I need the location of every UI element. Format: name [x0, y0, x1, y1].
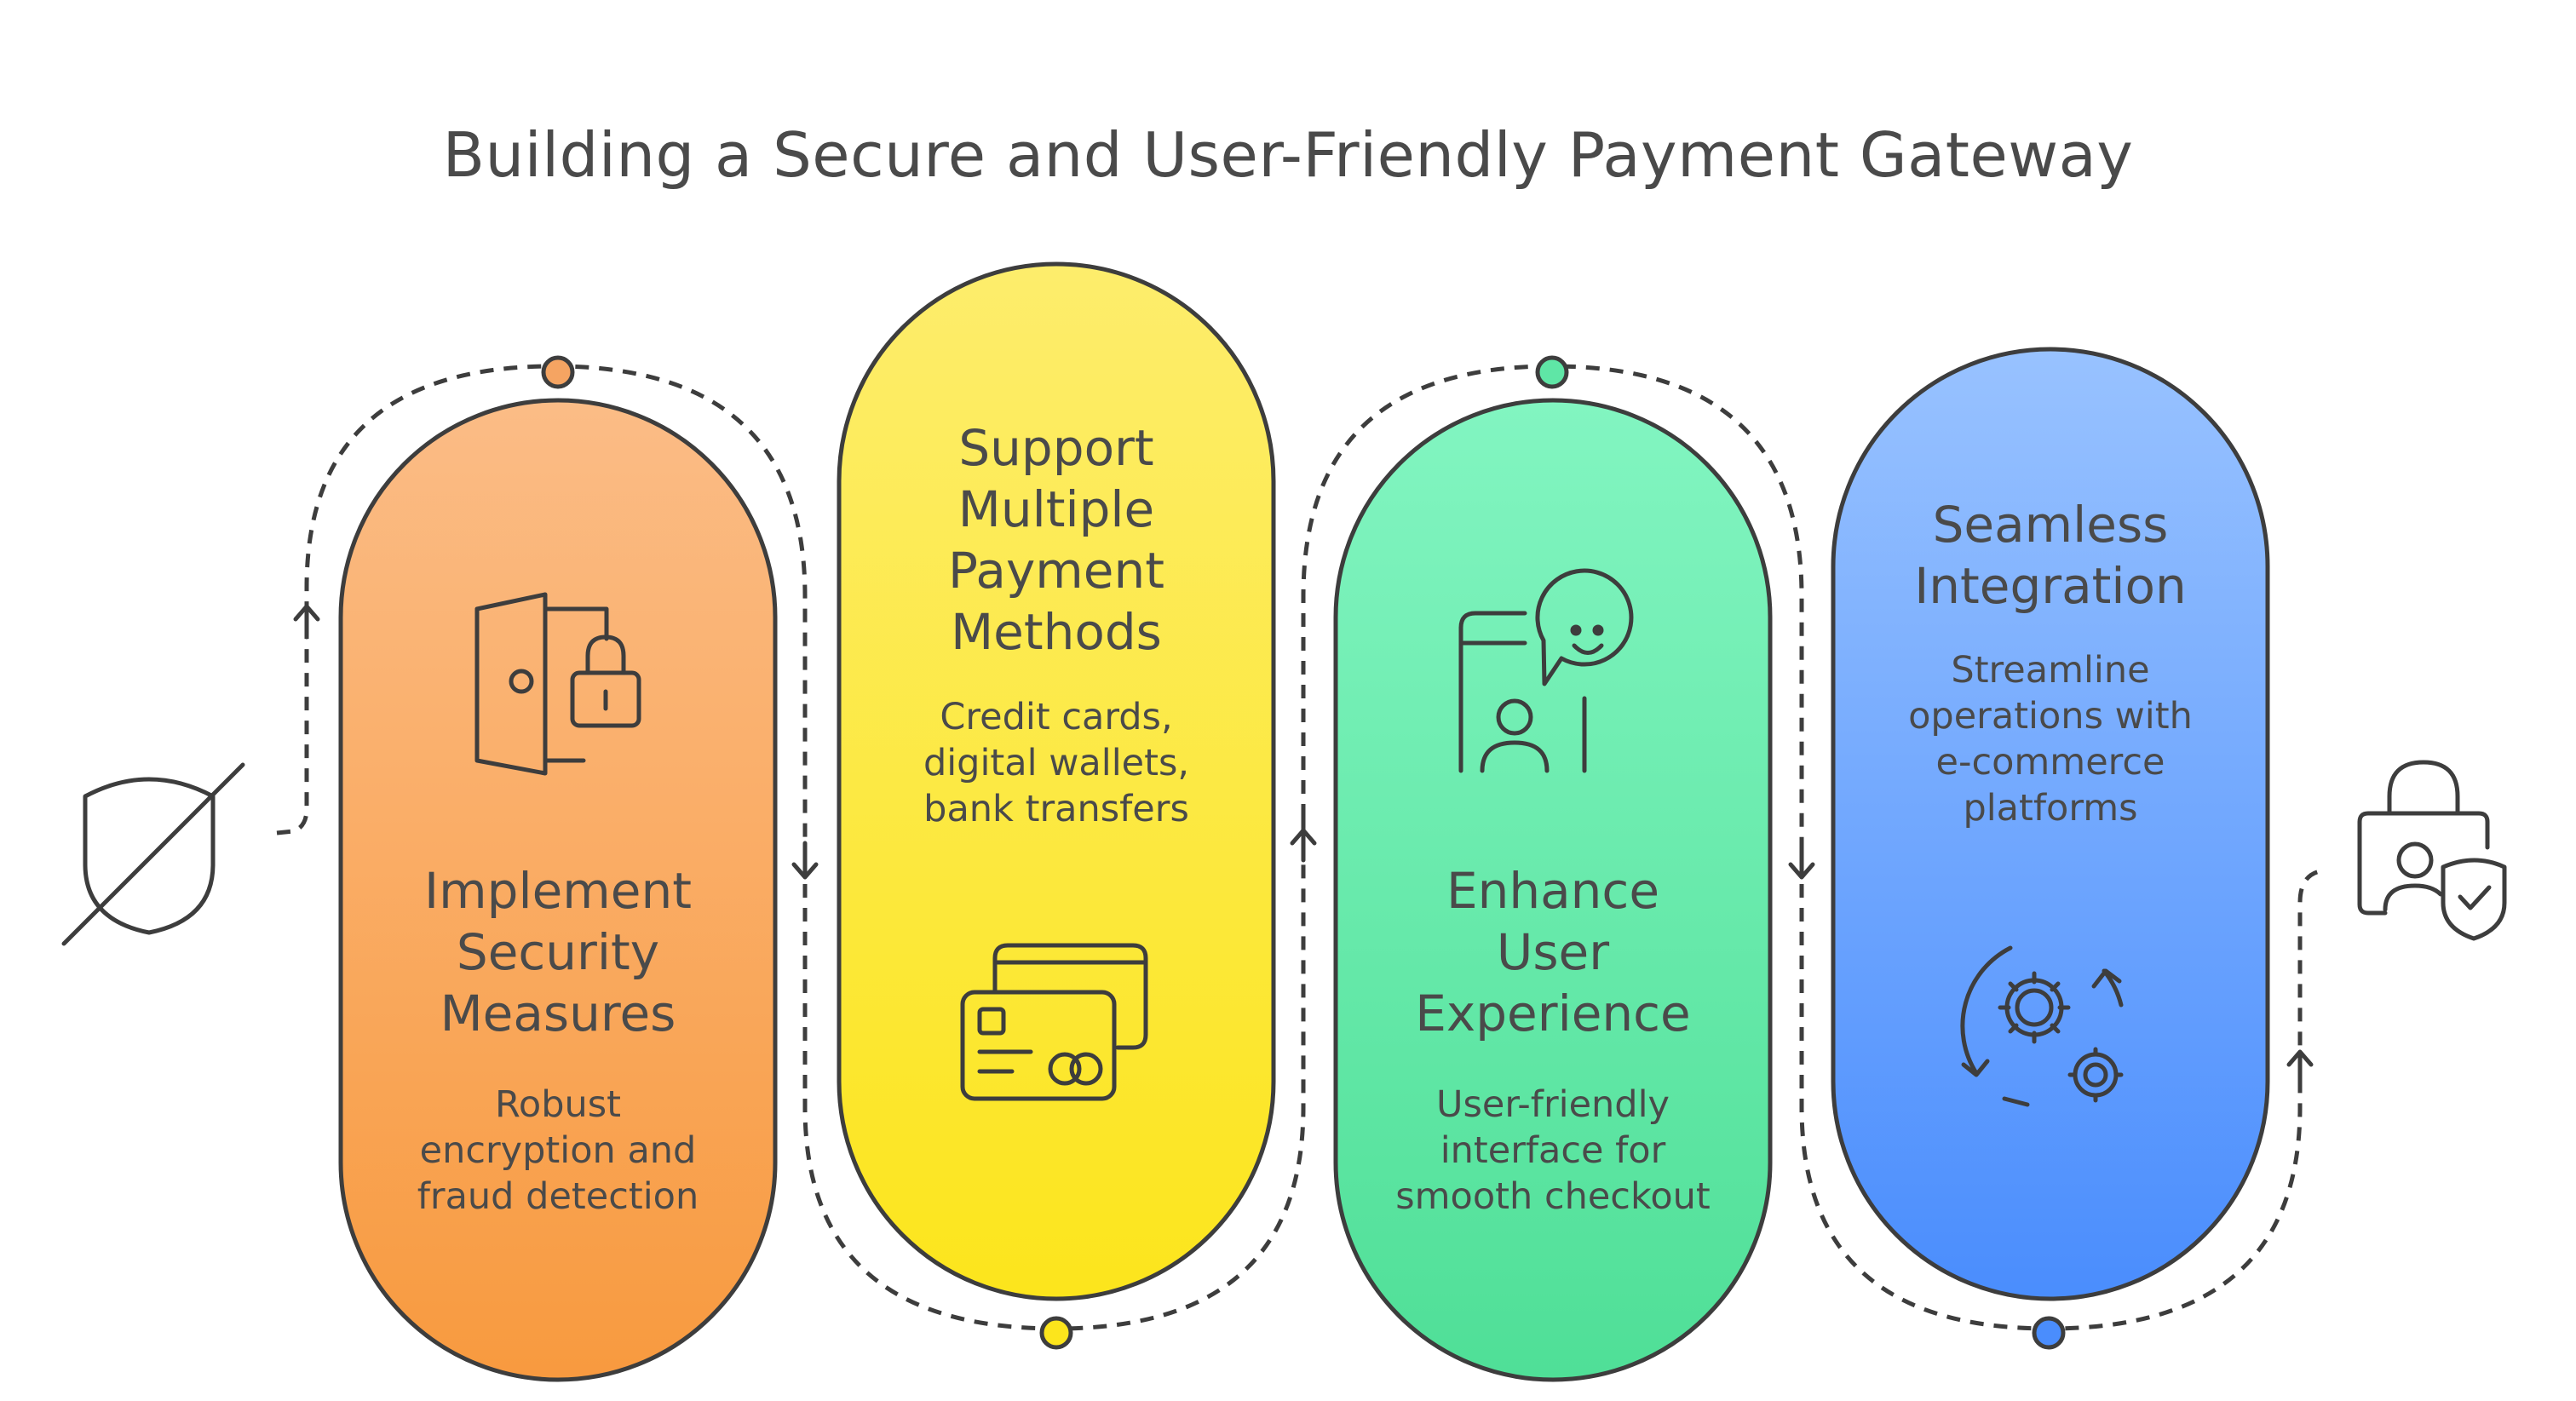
gears-cycle-icon [1960, 945, 2124, 1107]
connector-3-end [1799, 860, 2326, 1331]
dot-yellow [1039, 1316, 1073, 1350]
dot-blue [2032, 1316, 2066, 1350]
arrow-up-4 [2286, 1049, 2314, 1088]
arrow-down-3 [1788, 845, 1815, 880]
credit-cards-icon [960, 943, 1148, 1101]
arrow-up-left [293, 604, 320, 640]
page-title: Building a Secure and User-Friendly Paym… [442, 119, 2134, 191]
capsule-integration [1831, 347, 2270, 1301]
dot-orange [541, 355, 575, 389]
capsule-payment-methods [837, 261, 1276, 1301]
connector-2-3 [1301, 364, 1804, 860]
dot-green [1535, 355, 1569, 389]
phone-smiley-icon [1458, 568, 1634, 773]
step-2-description: Credit cards,digital wallets,bank transf… [923, 696, 1190, 830]
shield-slash-icon [61, 762, 245, 946]
arrow-up-2 [1290, 828, 1317, 863]
capsule-security [338, 398, 778, 1382]
capsule-user-experience [1333, 398, 1773, 1382]
door-lock-icon [474, 592, 641, 776]
connector-start [276, 364, 808, 860]
arrowheads [293, 604, 2314, 1088]
user-lock-shield-icon [2357, 760, 2507, 941]
arrow-down-1 [791, 841, 819, 880]
